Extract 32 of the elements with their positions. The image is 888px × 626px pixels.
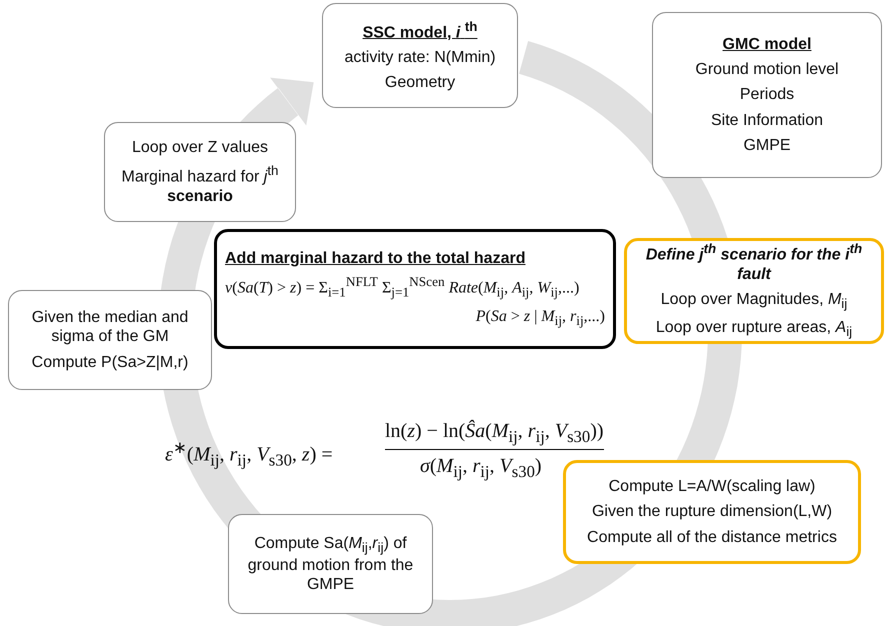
box-text: Compute all of the distance metrics: [587, 528, 837, 547]
process-box: [322, 3, 518, 108]
equation: ε$^{∗}$(M$_{ij}$, r$_{ij}$, V$_{s30}$, z) =: [165, 438, 333, 471]
box-text: Given the median and sigma of the GM: [30, 308, 190, 347]
box-text: Loop over Magnitudes, M$_{ij}$: [660, 290, 848, 312]
box-text: Loop over rupture areas, A$_{ij}$: [656, 318, 852, 341]
box-text: Loop over Z values: [132, 138, 268, 158]
box-heading: Define j$^{th}$ scenario for the i$^{th}$ fault: [644, 241, 864, 284]
box-text: Marginal hazard for j$^{th}$ scenario: [120, 163, 280, 206]
equation: ν(Sa(T) > z) = Σ$_{i=1}$$^{NFLT}$ Σ$_{j=1}$$^{NScen}$ Rate(M$_{ij}$, A$_{ij}$, W$_{ij}$,...): [225, 274, 580, 301]
box-text: Periods: [740, 85, 794, 105]
equation: P(Sa > z | M$_{ij}$, r$_{ij}$,...): [474, 306, 605, 329]
box-text: Compute Sa(M$_{ij}$,r$_{ij}$) of ground motion from the GMPE: [246, 534, 414, 594]
box-heading: SSC model, i $^{th}$: [362, 18, 478, 42]
box-text: Compute P(Sa>Z|M,r): [32, 352, 188, 372]
process-box: [104, 122, 296, 222]
equation: ln(z) − ln(Ŝa(M$_{ij}$, r$_{ij}$, V$_{s30}$)): [385, 420, 604, 450]
box-text: Site Information: [710, 110, 824, 130]
box-text: Given the rupture dimension(L,W): [592, 502, 832, 522]
process-box: [8, 290, 212, 390]
process-box: [563, 460, 861, 564]
box-heading: GMC model: [722, 35, 812, 54]
process-box: [652, 12, 882, 178]
box-text: Ground motion level: [695, 60, 839, 80]
process-box: [228, 514, 433, 614]
box-text: Compute L=A/W(scaling law): [608, 477, 816, 496]
box-text: Geometry: [384, 73, 456, 92]
process-box: [624, 238, 884, 344]
box-heading: Add marginal hazard to the total hazard: [225, 249, 526, 268]
process-box: [214, 229, 616, 349]
box-text: GMPE: [743, 136, 791, 155]
equation: σ(M$_{ij}$, r$_{ij}$, V$_{s30}$): [420, 455, 542, 482]
